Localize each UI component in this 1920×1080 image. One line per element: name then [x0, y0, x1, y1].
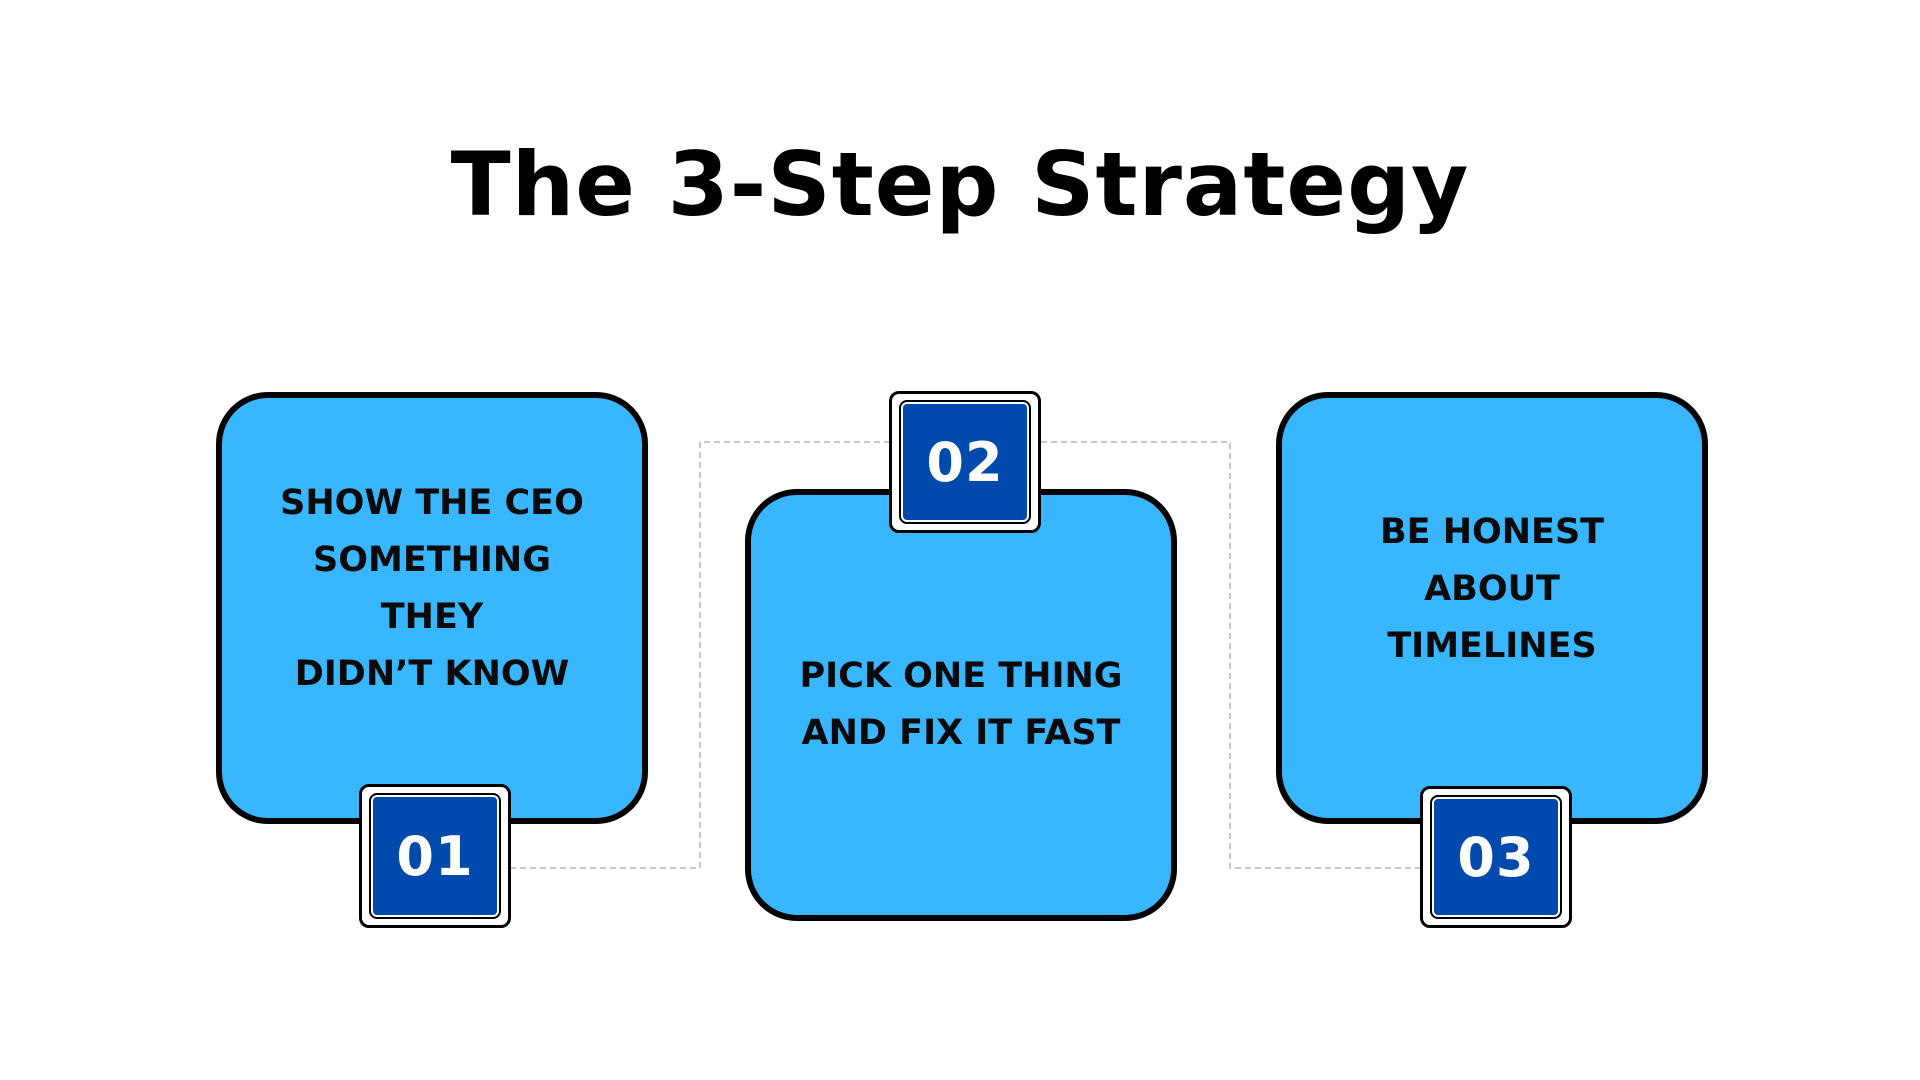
page-title: The 3-Step Strategy [450, 133, 1470, 236]
step-number-1: 01 [396, 824, 474, 888]
step-number-3: 03 [1457, 825, 1535, 889]
step-badge-3: 03 [1420, 786, 1572, 928]
step-card-2: PICK ONE THING AND FIX IT FAST [745, 489, 1177, 921]
step-badge-2-fill: 02 [899, 400, 1031, 524]
step-card-3: BE HONEST ABOUT TIMELINES [1276, 392, 1708, 824]
step-badge-2: 02 [889, 391, 1041, 533]
step-badge-1-fill: 01 [369, 793, 501, 919]
step-badge-1: 01 [359, 784, 511, 928]
step-2-text: PICK ONE THING AND FIX IT FAST [799, 656, 1123, 753]
step-1-text: SHOW THE CEO SOMETHING THEY DIDN’T KNOW [280, 483, 584, 694]
step-number-2: 02 [926, 430, 1004, 494]
step-3-text: BE HONEST ABOUT TIMELINES [1379, 511, 1605, 666]
step-card-1: SHOW THE CEO SOMETHING THEY DIDN’T KNOW [216, 392, 648, 824]
step-badge-3-fill: 03 [1430, 795, 1562, 919]
